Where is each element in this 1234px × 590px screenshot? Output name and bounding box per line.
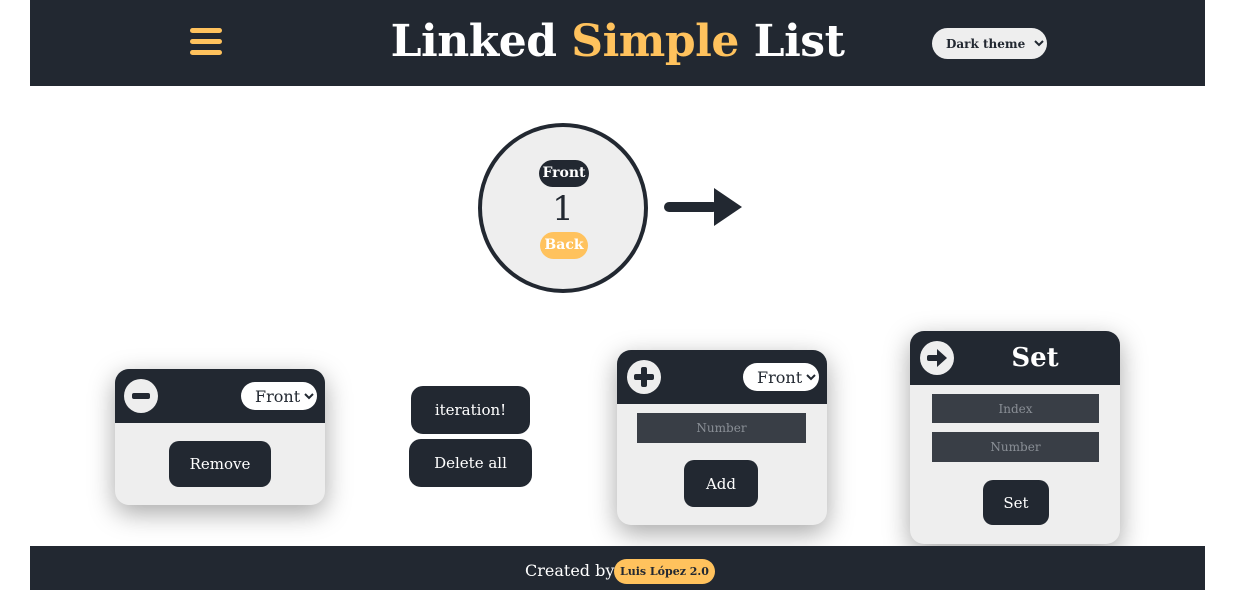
front-badge: Front [539, 160, 589, 187]
title-accent: Simple [571, 16, 739, 67]
set-index-input[interactable] [932, 394, 1099, 423]
minus-icon[interactable] [124, 379, 158, 413]
arrow-right-icon[interactable] [920, 341, 954, 375]
add-button[interactable]: Add [684, 460, 758, 507]
set-card: Set Set [910, 331, 1120, 544]
node-value: 1 [552, 189, 574, 229]
back-badge: Back [540, 232, 588, 259]
remove-position-select[interactable]: Front [241, 382, 317, 410]
add-card-header: Front [617, 350, 827, 404]
navbar: Linked Simple List Dark theme [30, 0, 1205, 86]
add-number-input[interactable] [637, 413, 806, 443]
menu-icon[interactable] [190, 28, 222, 60]
add-card: Front Add [617, 350, 827, 525]
set-card-header: Set [910, 331, 1120, 385]
set-card-title: Set [1011, 343, 1059, 373]
remove-card: Front Remove [115, 369, 325, 505]
footer: Created by: Luis López 2.0 [30, 546, 1205, 590]
theme-select[interactable]: Dark theme [932, 28, 1047, 59]
title-part-1: Linked [390, 16, 572, 67]
remove-button[interactable]: Remove [169, 441, 271, 487]
list-node: Front 1 Back [478, 123, 648, 293]
iteration-button[interactable]: iteration! [411, 386, 530, 434]
remove-card-header: Front [115, 369, 325, 423]
delete-all-button[interactable]: Delete all [409, 439, 532, 487]
set-number-input[interactable] [932, 432, 1099, 462]
page-title: Linked Simple List [30, 16, 1205, 67]
title-part-2: List [738, 16, 845, 67]
set-button[interactable]: Set [983, 480, 1049, 525]
footer-label: Created by: [525, 561, 620, 580]
author-badge[interactable]: Luis López 2.0 [614, 559, 715, 584]
plus-icon[interactable] [627, 360, 661, 394]
add-position-select[interactable]: Front [743, 363, 819, 391]
arrow-right-icon [664, 188, 742, 226]
